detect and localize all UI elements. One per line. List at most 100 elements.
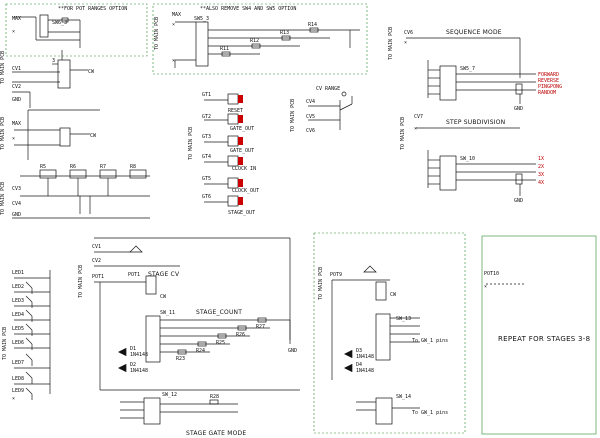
stage-cv-block: TO MAIN PCB CV1 CV2 POT1 STAGE CV CW POT…: [78, 237, 300, 391]
repeat-frame: [481, 235, 597, 435]
sequence-mode-title: SEQUENCE MODE: [446, 29, 502, 36]
svg-text:GND: GND: [288, 348, 297, 354]
svg-text:CV2: CV2: [12, 84, 21, 90]
reset-label: RESET: [228, 108, 243, 114]
clock-in-jack-1: GT3 GATE_OUT: [202, 134, 254, 154]
seq-label-3: RANDOM: [538, 90, 556, 96]
stage-count-title: STAGE_COUNT: [196, 309, 242, 316]
pot1-label: POT1: [128, 272, 140, 278]
led-net-1: LED2: [12, 284, 24, 290]
small-pots-row: R5 R6 R7 R8 CV3 CV4 GND TO MAIN PCB: [0, 164, 150, 219]
gate-out-jack: GT2 GATE_OUT: [202, 113, 254, 132]
svg-text:CV4: CV4: [12, 201, 21, 207]
svg-text:CV5: CV5: [306, 114, 315, 120]
stage-out-jack: GT6 STAGE_OUT: [202, 194, 255, 216]
svg-text:GT1: GT1: [202, 92, 211, 98]
sub-label-0: 1X: [538, 156, 544, 162]
stage-gate-mode-title: STAGE GATE MODE: [186, 430, 246, 437]
sw10-label: SW_10: [460, 156, 475, 162]
svg-text:R24: R24: [196, 348, 205, 354]
stage-gate-mode-block: SW_12 R28 STAGE GATE MODE: [120, 392, 246, 437]
svg-text:CV6: CV6: [404, 30, 413, 36]
sub-label-3: 4X: [538, 180, 544, 186]
svg-text:MAX: MAX: [172, 12, 181, 18]
svg-text:3: 3: [52, 58, 55, 64]
svg-text:CV2: CV2: [92, 258, 101, 264]
sub-label-2: 3X: [538, 172, 544, 178]
d1-label: D1: [130, 346, 136, 352]
jack-column: TO MAIN PCB GT1 RESET GT2 GATE_OUT GT3 G…: [188, 92, 259, 216]
svg-text:CV6: CV6: [306, 128, 315, 134]
svg-text:R23: R23: [176, 356, 185, 362]
svg-text:1N4148: 1N4148: [356, 354, 374, 360]
svg-text:GND: GND: [12, 97, 21, 103]
step-subdivision-block: TO MAIN PCB STEP SUBDIVISION CV7 × SW_10…: [400, 114, 544, 204]
board5-label: TO MAIN PCB: [188, 127, 194, 160]
svg-text:×: ×: [404, 40, 407, 46]
svg-text:GND: GND: [12, 212, 21, 218]
svg-text:×: ×: [484, 284, 487, 290]
sw7-label: SW5_7: [460, 66, 475, 72]
svg-text:SW_14: SW_14: [396, 394, 411, 400]
svg-text:GND: GND: [514, 198, 523, 204]
svg-text:GT5: GT5: [202, 176, 211, 182]
cv-range-switch: TO MAIN PCB CV RANGE CV4 CV5 CV6: [290, 86, 353, 134]
board3-label: TO MAIN PCB: [0, 182, 6, 215]
svg-text:CW: CW: [390, 292, 397, 298]
svg-text:CV1: CV1: [92, 244, 101, 250]
board10-label: TO MAIN PCB: [78, 265, 84, 298]
d2-label: D2: [130, 362, 136, 368]
step-subdivision-title: STEP SUBDIVISION: [446, 119, 505, 126]
svg-text:MAX: MAX: [12, 121, 21, 127]
led-connector: TO MAIN PCB LED1 LED2 LED3 LED4 LED5 LED…: [2, 270, 51, 402]
svg-text:CV3: CV3: [12, 186, 21, 192]
sequence-mode-block: TO MAIN PCB CV6 × SEQUENCE MODE SW5_7 FO…: [388, 27, 562, 112]
svg-text:R8: R8: [130, 164, 136, 170]
svg-text:GND: GND: [514, 106, 523, 112]
diode-d1: D1 1N4148: [118, 346, 148, 358]
remove-switches-block: TO MAIN PCB MAX × × SW5_3 R11 R12 R13 R1…: [154, 12, 360, 68]
led-net-2: LED3: [12, 298, 24, 304]
stage-cv-title: STAGE CV: [148, 271, 180, 278]
svg-text:R13: R13: [280, 30, 289, 36]
to-sw2-label: To GW_1 pins: [412, 410, 448, 416]
led-net-7: LED8: [12, 376, 24, 382]
led-net-5: LED6: [12, 340, 24, 346]
clock-in-jack: GT4 CLOCK IN: [202, 154, 256, 172]
svg-text:×: ×: [12, 136, 15, 142]
svg-text:GT2: GT2: [202, 114, 211, 120]
main-pcb-connector-1: TO MAIN PCB CV1 CV2 GND CW 3: [0, 50, 95, 108]
svg-text:LED9: LED9: [12, 388, 24, 394]
stage2-frame: [313, 232, 466, 434]
stage2-diode-b: D4 1N4148: [344, 362, 374, 374]
svg-text:R14: R14: [308, 22, 317, 28]
board8-label: TO MAIN PCB: [400, 117, 406, 150]
stage2-diode-a: D3 1N4148: [344, 348, 374, 360]
svg-text:TO MAIN PCB: TO MAIN PCB: [318, 267, 324, 300]
clock-in-label: CLOCK IN: [232, 166, 256, 172]
cv-range-label: CV RANGE: [316, 86, 340, 92]
pot-ranges-frame: [5, 3, 148, 57]
led-net-0: LED1: [12, 270, 24, 276]
svg-text:GT4: GT4: [202, 154, 211, 160]
svg-text:1N4148: 1N4148: [130, 368, 148, 374]
sw6-label: SW6_3: [52, 20, 67, 26]
svg-text:D3: D3: [356, 348, 362, 354]
svg-text:D4: D4: [356, 362, 362, 368]
seq-label-1: REVERSE: [538, 78, 559, 84]
svg-text:POT10: POT10: [484, 271, 499, 277]
led-net-4: LED5: [12, 326, 24, 332]
remove-switches-frame-label: **ALSO REMOVE SW4 AND SW5 OPTION: [200, 6, 296, 12]
svg-text:R11: R11: [220, 46, 229, 52]
svg-text:R26: R26: [236, 332, 245, 338]
board6-label: TO MAIN PCB: [290, 99, 296, 132]
svg-text:MAX: MAX: [12, 16, 21, 22]
clock-out-jack: GT5 CLOCK_OUT: [202, 176, 259, 194]
cw-label-3: CW: [160, 294, 167, 300]
repeat-internal: POT10 ×: [484, 271, 524, 290]
to-sw-label: To GW_1 pins: [412, 338, 448, 344]
svg-text:R25: R25: [216, 340, 225, 346]
sub-label-1: 2X: [538, 164, 544, 170]
stage2-block: TO MAIN PCB POT9 CW SW_13 D3 1N4148 D4 1…: [318, 265, 448, 425]
